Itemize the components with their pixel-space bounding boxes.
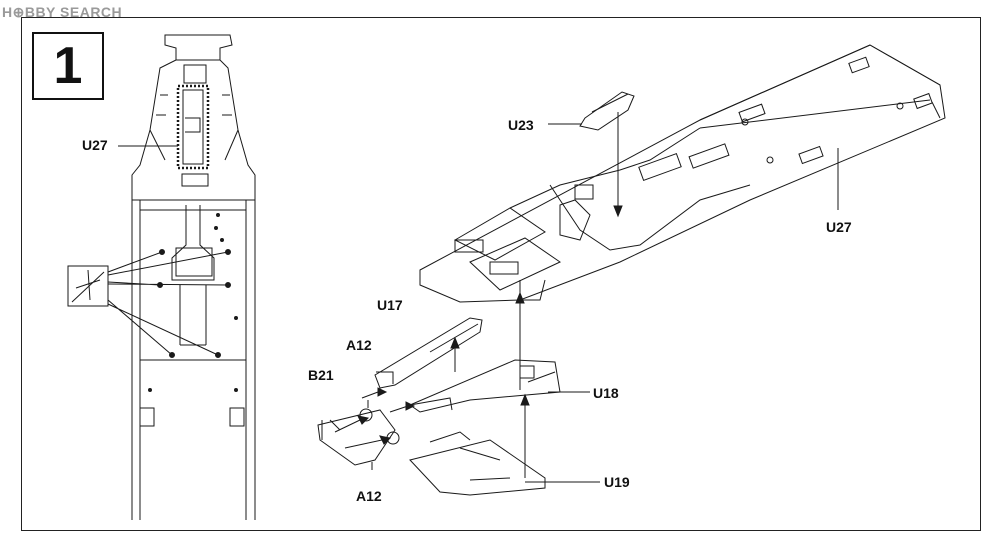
part-u17	[374, 317, 483, 389]
step-number-box: 1	[32, 32, 104, 100]
label-u27-right: U27	[826, 219, 852, 235]
part-u23	[579, 91, 635, 131]
label-b21: B21	[308, 367, 334, 383]
label-u27-left: U27	[82, 137, 108, 153]
label-u19: U19	[604, 474, 630, 490]
watermark-logo: H⊕BBY SEARCH	[2, 4, 123, 20]
part-a12-top	[359, 408, 373, 422]
part-u19	[409, 439, 546, 496]
chassis-top-view	[67, 34, 256, 520]
label-u18: U18	[593, 385, 619, 401]
chassis-isometric-view	[317, 44, 946, 496]
label-u23: U23	[508, 117, 534, 133]
step-number: 1	[53, 37, 83, 95]
part-u18	[408, 359, 561, 413]
label-u17: U17	[377, 297, 403, 313]
part-b21	[317, 409, 396, 466]
label-a12-top: A12	[346, 337, 372, 353]
label-a12-bottom: A12	[356, 488, 382, 504]
diagram-frame	[21, 17, 981, 531]
